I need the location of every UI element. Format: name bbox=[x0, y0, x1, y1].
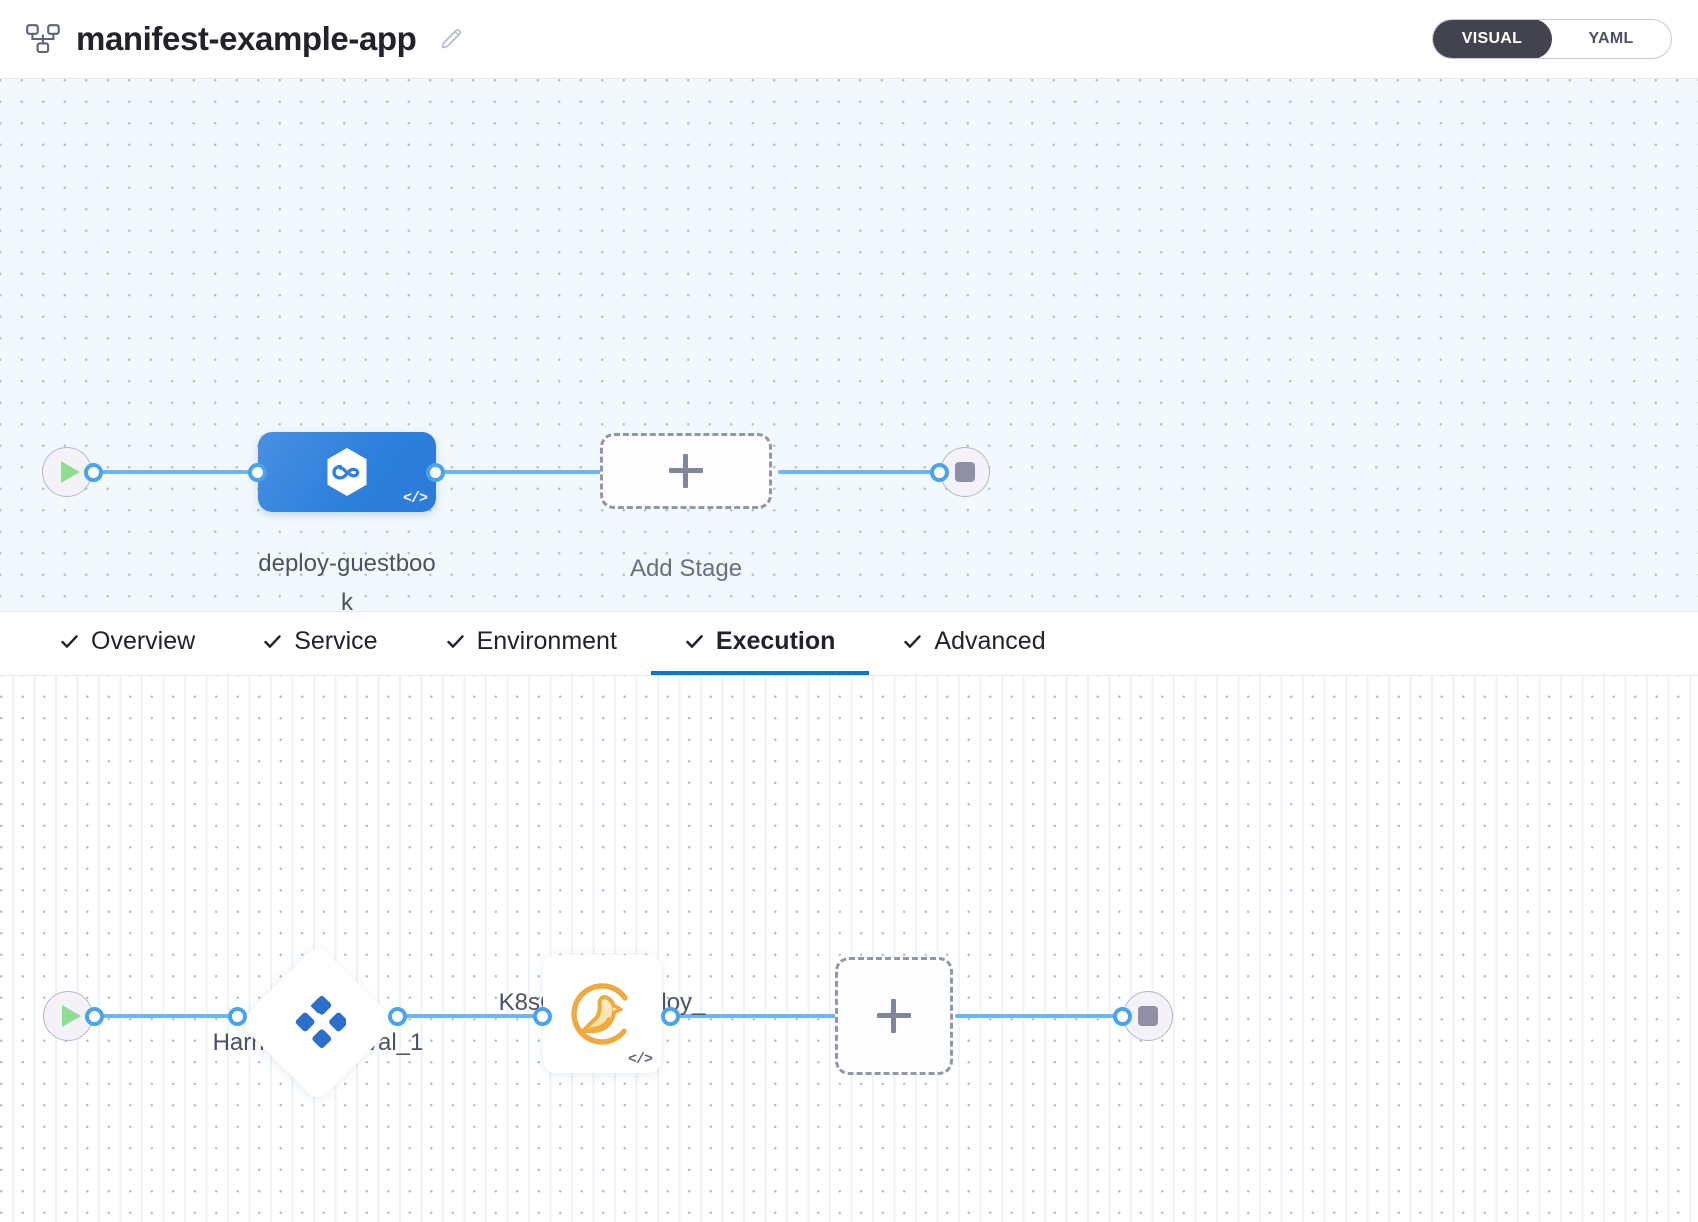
tab-environment[interactable]: Environment bbox=[412, 612, 651, 675]
pipeline-start-node[interactable] bbox=[42, 447, 92, 497]
end-input-port[interactable] bbox=[930, 463, 949, 482]
play-icon bbox=[61, 1005, 81, 1027]
code-badge-icon: </> bbox=[627, 1051, 653, 1068]
add-step-node[interactable] bbox=[835, 957, 953, 1075]
edge-addstep-to-execend bbox=[955, 1014, 1125, 1018]
stop-icon bbox=[1138, 1006, 1158, 1026]
pencil-edit-icon[interactable] bbox=[438, 26, 464, 52]
edge-addstage-to-end bbox=[778, 470, 948, 474]
add-stage-node[interactable] bbox=[600, 433, 772, 509]
edge-execstart-to-approval bbox=[93, 1014, 243, 1018]
tab-execution-label: Execution bbox=[715, 627, 836, 655]
exec-end-input-port[interactable] bbox=[1113, 1007, 1132, 1026]
tab-execution[interactable]: Execution bbox=[650, 612, 870, 675]
tab-overview[interactable]: Overview bbox=[26, 612, 229, 675]
canary-bird-icon bbox=[571, 983, 633, 1045]
check-icon bbox=[264, 635, 281, 648]
check-icon bbox=[904, 635, 922, 648]
tab-advanced[interactable]: Advanced bbox=[869, 612, 1079, 675]
yaml-mode-button[interactable]: YAML bbox=[1551, 20, 1671, 58]
code-badge-icon: </> bbox=[402, 490, 428, 507]
edge-start-to-stage bbox=[92, 470, 262, 474]
stage-tab-bar: Overview Service Environment Execution A bbox=[0, 612, 1698, 676]
plus-icon bbox=[877, 999, 911, 1033]
edge-stage-to-addstage bbox=[430, 470, 605, 474]
header-left-group: manifest-example-app bbox=[26, 20, 464, 58]
pipeline-icon bbox=[26, 24, 60, 54]
approval-output-port[interactable] bbox=[388, 1007, 407, 1026]
check-icon bbox=[686, 635, 703, 648]
header-right-group: VISUAL YAML bbox=[1432, 19, 1672, 59]
step-node-harness-approval[interactable] bbox=[238, 943, 398, 1103]
execution-graph: HarnessApproval_1 </> bbox=[0, 676, 1698, 1222]
harness-cd-hexagon-icon bbox=[327, 448, 367, 496]
canary-output-port[interactable] bbox=[661, 1007, 680, 1026]
play-icon bbox=[60, 461, 80, 483]
tab-advanced-label: Advanced bbox=[934, 627, 1046, 655]
edge-approval-to-canary bbox=[398, 1014, 548, 1018]
tab-overview-label: Overview bbox=[91, 627, 196, 655]
stage-output-port[interactable] bbox=[426, 463, 445, 482]
tab-environment-label: Environment bbox=[476, 627, 617, 655]
add-stage-label: Add Stage bbox=[629, 555, 743, 582]
stage-graph: </> deploy-guestbook Add Stage bbox=[0, 79, 1698, 611]
canary-input-port[interactable] bbox=[533, 1007, 552, 1026]
harness-approval-diamond-icon bbox=[295, 995, 346, 1049]
edge-canary-to-addstep bbox=[672, 1014, 837, 1018]
diamond-inner bbox=[262, 967, 374, 1079]
page-title: manifest-example-app bbox=[76, 20, 417, 57]
stop-icon bbox=[955, 462, 975, 482]
start-output-port[interactable] bbox=[84, 463, 103, 482]
stage-node-deploy-guestbook[interactable]: </> bbox=[258, 432, 436, 512]
stage-node-label: deploy-guestbook bbox=[258, 550, 436, 612]
check-icon bbox=[61, 635, 78, 648]
execution-graph-canvas[interactable]: HarnessApproval_1 </> bbox=[0, 676, 1698, 1222]
view-mode-toggle[interactable]: VISUAL YAML bbox=[1432, 19, 1672, 59]
step-node-k8s-canary-deploy[interactable]: </> bbox=[543, 955, 661, 1073]
pipeline-header: manifest-example-app VISUAL YAML bbox=[0, 0, 1698, 79]
visual-mode-button[interactable]: VISUAL bbox=[1433, 20, 1552, 58]
tab-service-label: Service bbox=[294, 627, 378, 655]
plus-icon bbox=[669, 454, 703, 488]
stage-graph-canvas[interactable]: </> deploy-guestbook Add Stage bbox=[0, 79, 1698, 612]
check-icon bbox=[446, 635, 464, 648]
stage-input-port[interactable] bbox=[248, 463, 267, 482]
tab-service[interactable]: Service bbox=[229, 612, 411, 675]
exec-start-output-port[interactable] bbox=[85, 1007, 104, 1026]
approval-input-port[interactable] bbox=[228, 1007, 247, 1026]
